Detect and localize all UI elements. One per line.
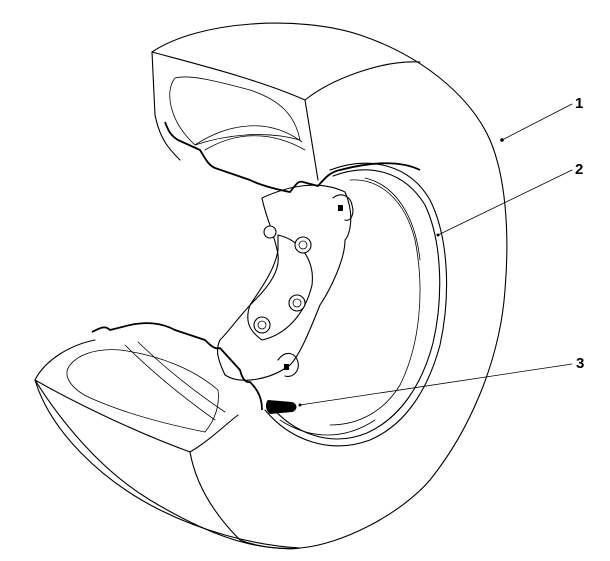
callout-label-3: 3: [576, 355, 584, 372]
tire-bead-bottom: [91, 322, 263, 411]
callout-leaders: [298, 103, 573, 407]
tire: [34, 22, 508, 550]
lug-hole: [288, 294, 306, 312]
vent-slot: [284, 364, 289, 370]
valve-stem: [265, 400, 297, 414]
leader-line-3: [299, 363, 573, 406]
tire-bead-top: [164, 121, 421, 193]
callout-label-2: 2: [575, 161, 583, 178]
leader-line-2: [437, 169, 573, 236]
lug-hole: [294, 236, 312, 254]
lug-hole: [263, 225, 277, 239]
vent-slot: [338, 205, 343, 211]
leader-line-1: [501, 103, 573, 141]
callout-label-1: 1: [575, 95, 583, 112]
lug-hole: [253, 316, 271, 334]
wheel-rim: [216, 162, 448, 447]
